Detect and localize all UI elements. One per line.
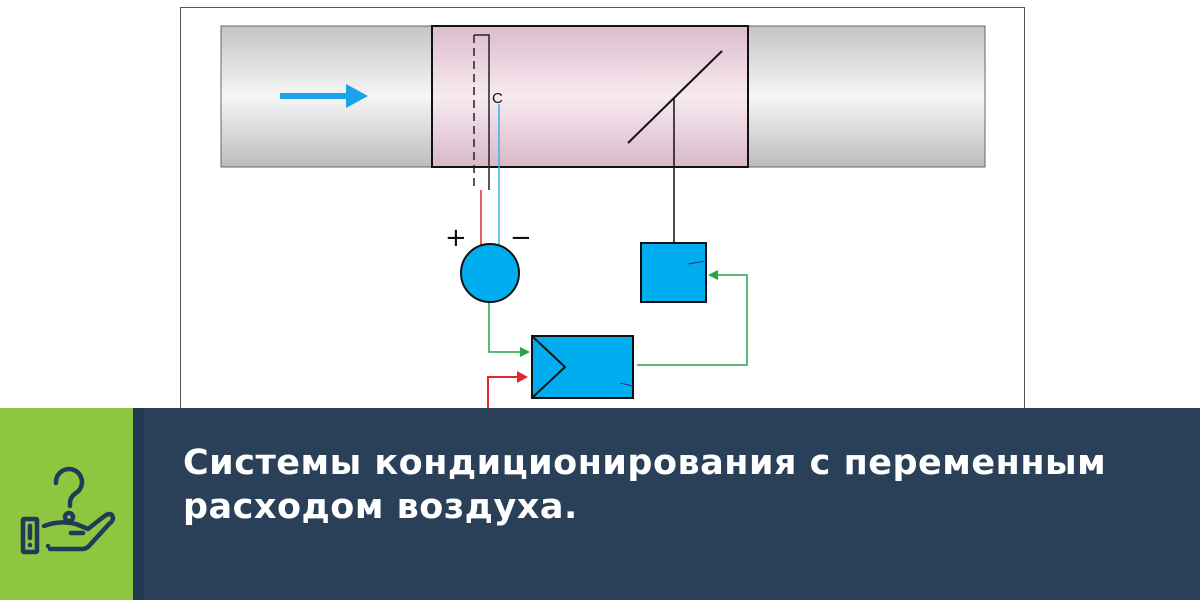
plus-label: + bbox=[445, 223, 467, 253]
green-wire-output bbox=[637, 274, 748, 366]
controller-mark bbox=[619, 382, 634, 387]
airflow-arrow-icon bbox=[280, 84, 368, 108]
arrow-head bbox=[517, 371, 528, 383]
arrow-head bbox=[520, 347, 530, 357]
sensor-probe bbox=[474, 34, 490, 190]
actuator-mark bbox=[687, 260, 707, 265]
minus-label: − bbox=[510, 223, 532, 253]
controller-box bbox=[531, 335, 634, 399]
flow-sensor-circle bbox=[460, 243, 520, 303]
divider-strip bbox=[133, 408, 144, 600]
green-wire-sensor bbox=[488, 303, 522, 353]
actuator-box bbox=[640, 242, 707, 303]
help-hand-icon bbox=[20, 466, 116, 555]
sensor-label: C bbox=[492, 90, 503, 107]
icon-panel bbox=[0, 408, 133, 600]
damper-blade bbox=[627, 50, 723, 144]
arrow-head bbox=[708, 270, 718, 280]
title-banner: Системы кондиционирования с переменным р… bbox=[0, 408, 1200, 600]
controller-triangle bbox=[532, 336, 567, 398]
page-title: Системы кондиционирования с переменным р… bbox=[183, 443, 1107, 527]
vav-box bbox=[431, 25, 749, 168]
